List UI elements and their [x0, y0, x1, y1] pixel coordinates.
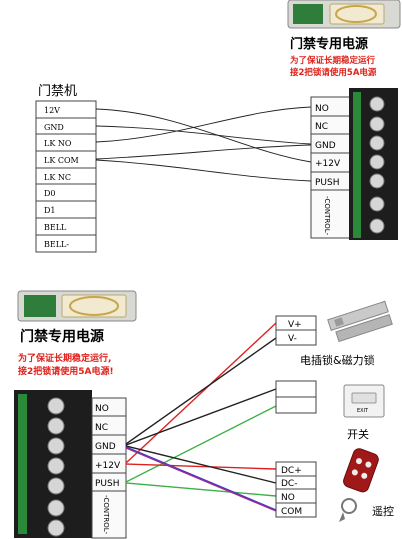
controller-terminal-lk-no: LK NO: [44, 139, 72, 148]
wire-red-plus12v-to-lock-vplus: [125, 322, 277, 464]
top-wiring: [95, 106, 312, 182]
access-controller-title: 门禁机: [38, 84, 77, 99]
lock-terminal-vminus: V-: [288, 334, 297, 344]
bottom-terminal-push: PUSH: [95, 479, 120, 489]
controller-terminal-lk-com: LK COM: [44, 156, 79, 165]
remote-terminal-no: NO: [281, 493, 295, 503]
bottom-control-label: -CONTROL-: [102, 495, 110, 535]
terminal-screws-top: [369, 96, 385, 234]
wire-lkcom-to-push: [95, 159, 312, 182]
controller-terminal-bell-minus: BELL-: [44, 240, 69, 249]
power-supply-title-top: 门禁专用电源: [290, 36, 368, 52]
terminal-screws-bottom: [47, 397, 65, 537]
power-supply-note-top-2: 接2把锁请使用5A电源: [290, 67, 377, 78]
lock-terminal-box: [275, 315, 317, 346]
terminal-block-top: [310, 88, 398, 240]
top-terminal-nc: NC: [315, 122, 328, 132]
exit-terminal-box: [275, 380, 317, 414]
remote-label: 遥控: [372, 504, 394, 518]
lock-terminal-vplus: V+: [288, 320, 302, 330]
exit-button-icon: [343, 384, 385, 418]
bottom-wiring: [125, 322, 277, 512]
remote-terminal-dcplus: DC+: [281, 466, 302, 476]
bottom-terminal-no: NO: [95, 404, 109, 414]
power-supply-note-bottom-2: 接2把锁请使用5A电源!: [18, 365, 114, 377]
wire-black-gnd-to-dcminus: [125, 445, 277, 484]
terminal-block-bottom: [14, 390, 127, 539]
top-terminal-plus12v: +12V: [315, 159, 341, 169]
wire-green-push-to-exit: [125, 405, 277, 483]
power-supply-image-top: [287, 0, 401, 29]
top-terminal-gnd: GND: [315, 141, 336, 151]
access-controller-terminal-list: [35, 100, 97, 253]
power-supply-note-top-1: 为了保证长期稳定运行: [290, 55, 376, 66]
wire-gnd-to-gnd: [95, 125, 312, 145]
wire-red-plus12v-to-dcplus: [125, 463, 277, 470]
wire-lkno-to-no: [95, 106, 312, 143]
lock-label: 电插锁&磁力锁: [300, 353, 375, 367]
controller-terminal-12v: 12V: [44, 106, 60, 115]
controller-terminal-bell: BELL: [44, 223, 67, 232]
wire-purple-com-link: [125, 447, 277, 512]
remote-terminal-dcminus: DC-: [281, 479, 297, 489]
bottom-terminal-plus12v: +12V: [95, 461, 121, 471]
magnetic-lock-icon: [327, 300, 393, 343]
top-terminal-no: NO: [315, 104, 329, 114]
bottom-terminal-gnd: GND: [95, 442, 116, 452]
controller-terminal-d0: D0: [44, 189, 56, 198]
controller-terminal-d1: D1: [44, 206, 56, 215]
wire-lkcom-to-gnd: [95, 144, 312, 160]
remote-terminal-com: COM: [281, 507, 302, 517]
remote-terminal-box: [275, 461, 317, 518]
wire-blue-gnd-to-com: [125, 446, 277, 511]
wire-black-gnd-to-lock-vminus: [125, 337, 277, 445]
top-control-label: -CONTROL-: [323, 196, 331, 236]
controller-terminal-lk-nc: LK NC: [44, 173, 71, 182]
bottom-terminal-nc: NC: [95, 423, 108, 433]
power-supply-note-bottom-1: 为了保证长期稳定运行,: [18, 352, 111, 364]
top-terminal-push: PUSH: [315, 178, 340, 188]
remote-fob-icon: [339, 448, 379, 522]
wire-black-gnd-to-exit: [125, 388, 277, 446]
exit-button-icon-text: EXIT: [357, 408, 369, 414]
wire-12v-to-plus12v: [95, 108, 312, 163]
exit-button-label: 开关: [347, 427, 369, 441]
power-supply-image-bottom: [17, 290, 137, 322]
controller-terminal-gnd: GND: [44, 123, 64, 132]
power-supply-title-bottom: 门禁专用电源: [20, 328, 104, 345]
wire-green-push-to-no: [125, 482, 277, 497]
